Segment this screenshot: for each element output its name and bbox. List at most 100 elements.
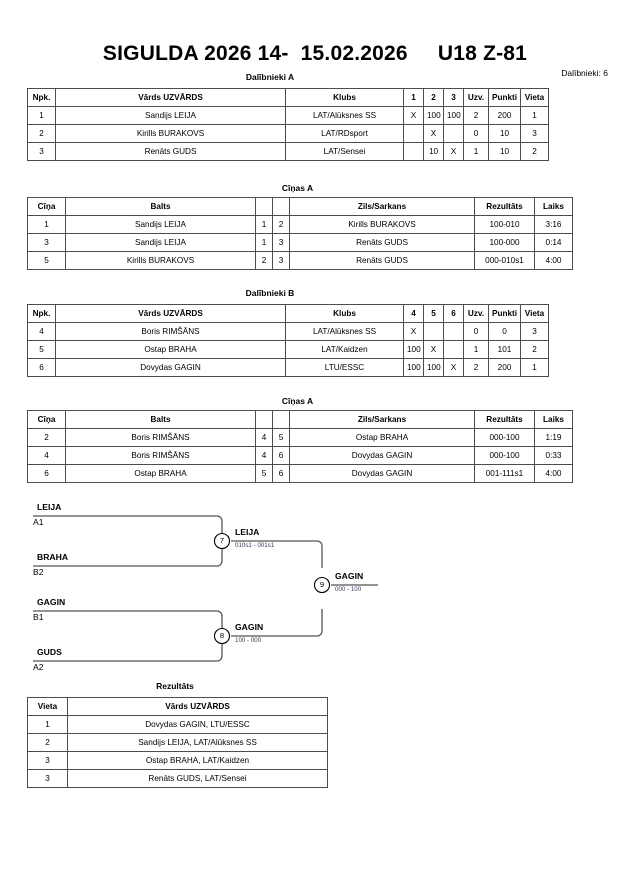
bracket-node-7	[213, 532, 231, 550]
cell-points: 0	[488, 322, 521, 341]
cell-club: LAT/Kaidzen	[285, 340, 404, 359]
bracket-node-8	[213, 627, 231, 645]
cell-points: 101	[488, 340, 521, 359]
col-time: Laiks	[534, 410, 573, 429]
group-b-caption: Dalībnieki B	[245, 288, 295, 298]
col-white: Balts	[65, 197, 256, 216]
page-title: SIGULDA 2026 14- 15.02.2026 U18 Z-81	[102, 42, 528, 65]
cell-grid-3: X	[443, 142, 464, 161]
cell-blue-no: 2	[272, 215, 290, 234]
col-npk: Npk.	[27, 304, 56, 323]
col-blue-no	[272, 410, 290, 429]
cell-result: 000-010s1	[474, 251, 535, 270]
cell-name: Boris RIMŠĀNS	[55, 322, 286, 341]
cell-club: LTU/ESSC	[285, 358, 404, 377]
bracket-match-number-7: 7	[219, 536, 225, 545]
participants-count: Dalībnieki: 6	[561, 68, 608, 78]
elimination-bracket: LEIJA A1 BRAHA B2 GAGIN B1 GUDS A2 7 8 9…	[0, 495, 630, 675]
col-opponent-2: 2	[423, 88, 444, 107]
cell-time: 0:33	[534, 446, 573, 465]
col-opponent-1: 1	[403, 88, 424, 107]
cell-grid-2: X	[423, 340, 444, 359]
col-place: Vieta	[27, 697, 68, 716]
fights-a-caption: Cīņas A	[281, 183, 314, 193]
fights-b-caption: Cīņas A	[281, 396, 314, 406]
cell-blue-no: 5	[272, 428, 290, 447]
cell-npk: 5	[27, 340, 56, 359]
cell-result: 000-100	[474, 428, 535, 447]
cell-place: 1	[27, 715, 68, 734]
cell-points: 10	[488, 142, 521, 161]
cell-place: 1	[520, 106, 549, 125]
col-name: Vārds UZVĀRDS	[55, 304, 286, 323]
col-time: Laiks	[534, 197, 573, 216]
col-opponent-6: 6	[443, 304, 464, 323]
col-blue-no	[272, 197, 290, 216]
col-club: Klubs	[285, 88, 404, 107]
cell-name: Sandijs LEIJA, LAT/Alūksnes SS	[67, 733, 328, 752]
cell-fight: 4	[27, 446, 66, 465]
cell-grid-1: X	[403, 322, 424, 341]
results-caption: Rezultāts	[156, 681, 194, 691]
cell-fight: 6	[27, 464, 66, 483]
cell-white-no: 1	[255, 233, 273, 252]
col-opponent-5: 5	[423, 304, 444, 323]
cell-npk: 1	[27, 106, 56, 125]
cell-name: Renāts GUDS, LAT/Sensei	[67, 769, 328, 788]
cell-grid-2: 100	[423, 106, 444, 125]
cell-blue: Renāts GUDS	[289, 251, 475, 270]
cell-result: 100-000	[474, 233, 535, 252]
cell-fight: 2	[27, 428, 66, 447]
cell-fight: 3	[27, 233, 66, 252]
col-white-no	[255, 410, 273, 429]
col-npk: Npk.	[27, 88, 56, 107]
cell-time: 4:00	[534, 464, 573, 483]
bracket-lines	[33, 515, 378, 662]
cell-npk: 3	[27, 142, 56, 161]
cell-place: 1	[520, 358, 549, 377]
cell-place: 3	[520, 322, 549, 341]
col-club: Klubs	[285, 304, 404, 323]
cell-fight: 5	[27, 251, 66, 270]
col-wins: Uzv.	[463, 304, 489, 323]
col-points: Punkti	[488, 304, 521, 323]
cell-place: 2	[27, 733, 68, 752]
cell-club: LAT/RDsport	[285, 124, 404, 143]
cell-blue: Dovydas GAGIN	[289, 446, 475, 465]
bracket-match-number-9: 9	[319, 580, 325, 589]
cell-place: 3	[520, 124, 549, 143]
group-a-table: Npk. Vārds UZVĀRDS Klubs 1 2 3 Uzv. Punk…	[27, 88, 549, 161]
col-opponent-3: 3	[443, 88, 464, 107]
cell-blue-no: 3	[272, 251, 290, 270]
bracket-join-8-top	[211, 610, 223, 631]
cell-grid-2	[423, 322, 444, 341]
cell-wins: 1	[463, 142, 489, 161]
bracket-node-9	[313, 576, 331, 594]
bracket-join-7-top	[211, 515, 223, 536]
col-blue-red: Zils/Sarkans	[289, 197, 475, 216]
cell-name: Ostap BRAHA	[55, 340, 286, 359]
cell-place: 2	[520, 142, 549, 161]
cell-name: Ostap BRAHA, LAT/Kaidzen	[67, 751, 328, 770]
cell-blue: Ostap BRAHA	[289, 428, 475, 447]
cell-grid-2: 100	[423, 358, 444, 377]
cell-grid-3	[443, 124, 464, 143]
cell-blue-no: 6	[272, 464, 290, 483]
cell-time: 3:16	[534, 215, 573, 234]
cell-grid-1: X	[403, 106, 424, 125]
cell-white: Kirills BURAKOVS	[65, 251, 256, 270]
bracket-entry-name-a2: GUDS	[37, 647, 62, 657]
cell-wins: 2	[463, 358, 489, 377]
cell-grid-3: X	[443, 358, 464, 377]
cell-white: Ostap BRAHA	[65, 464, 256, 483]
